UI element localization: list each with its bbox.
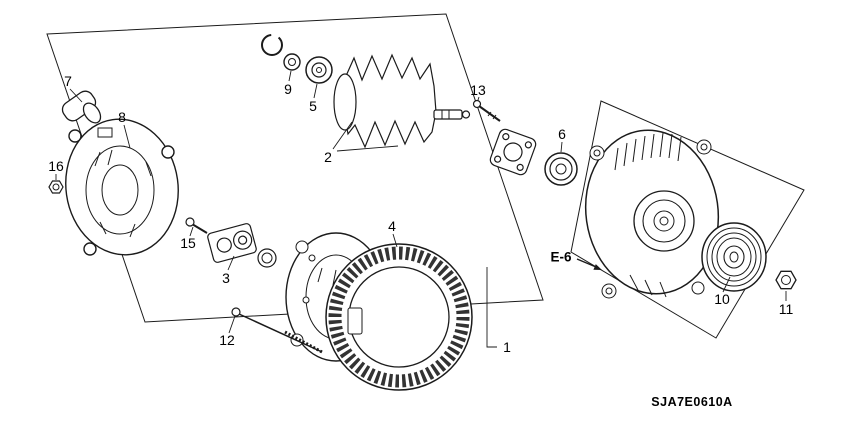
callout-5[interactable]: 5 <box>309 98 317 114</box>
bearing-6-drawing <box>544 152 578 186</box>
callout-3[interactable]: 3 <box>222 270 230 286</box>
pulley-drawing <box>701 222 767 292</box>
brush-holder-drawing <box>207 223 277 268</box>
rear-cover-drawing <box>65 118 179 256</box>
ref-e6-arrow <box>576 258 602 270</box>
callout-11[interactable]: 11 <box>778 301 794 317</box>
stator-assembly-drawing <box>285 232 473 391</box>
retainer-plate-drawing <box>489 128 537 176</box>
callout-10[interactable]: 10 <box>714 291 730 307</box>
callout-13[interactable]: 13 <box>470 82 486 98</box>
bolt-13-drawing <box>472 99 501 122</box>
screw-15-drawing <box>185 217 208 234</box>
nut-16-drawing <box>48 180 64 194</box>
front-housing-drawing <box>584 129 720 299</box>
callout-4[interactable]: 4 <box>388 218 396 234</box>
rotor-drawing <box>333 53 471 149</box>
washer-9-drawing <box>261 34 301 71</box>
callout-2[interactable]: 2 <box>324 149 332 165</box>
bearing-5-drawing <box>305 56 333 84</box>
leader-lines <box>55 70 787 348</box>
callout-12[interactable]: 12 <box>219 332 235 348</box>
ref-e6-label[interactable]: E-6 <box>550 249 572 265</box>
callout-8[interactable]: 8 <box>118 109 126 125</box>
right-group-border <box>570 100 805 339</box>
callout-6[interactable]: 6 <box>558 126 566 142</box>
callout-15[interactable]: 15 <box>180 235 196 251</box>
callout-1[interactable]: 1 <box>503 339 511 355</box>
callout-9[interactable]: 9 <box>284 81 292 97</box>
bolt-12-drawing <box>231 307 323 354</box>
callout-7[interactable]: 7 <box>64 73 72 89</box>
diagram-code: SJA7E0610A <box>651 395 733 409</box>
callout-16[interactable]: 16 <box>48 158 64 174</box>
terminal-boot-drawing <box>61 90 102 124</box>
nut-11-drawing <box>775 270 797 290</box>
